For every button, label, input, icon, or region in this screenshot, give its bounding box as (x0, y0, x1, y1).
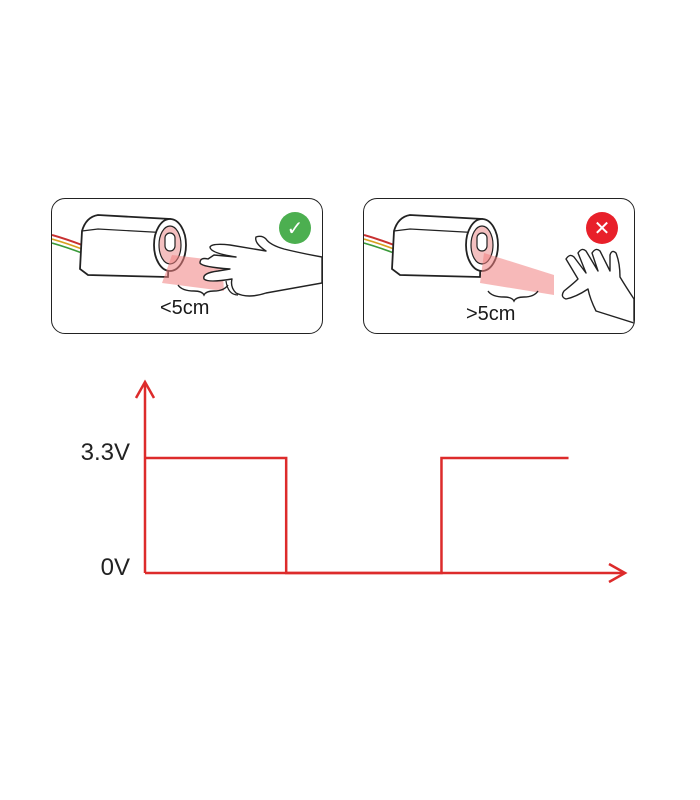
panel-hand-far: ✕ >5cm (363, 198, 635, 334)
x-axis-arrowhead (608, 562, 628, 584)
y-tick-label-low: 0V (101, 554, 130, 581)
cross-mark-icon: ✕ (586, 212, 618, 244)
signal-series-line (145, 456, 569, 575)
check-mark-icon: ✓ (279, 212, 311, 244)
sensor-close-illustration (52, 214, 322, 297)
signal-chart: 3.3V 0V (81, 379, 628, 584)
y-axis-arrowhead (134, 379, 156, 399)
distance-label-far: >5cm (466, 303, 516, 325)
distance-label-close: <5cm (160, 297, 210, 319)
panel-hand-close: ✓ <5cm (51, 198, 323, 334)
y-tick-label-high: 3.3V (81, 439, 130, 466)
sensor-far-illustration (364, 214, 634, 324)
